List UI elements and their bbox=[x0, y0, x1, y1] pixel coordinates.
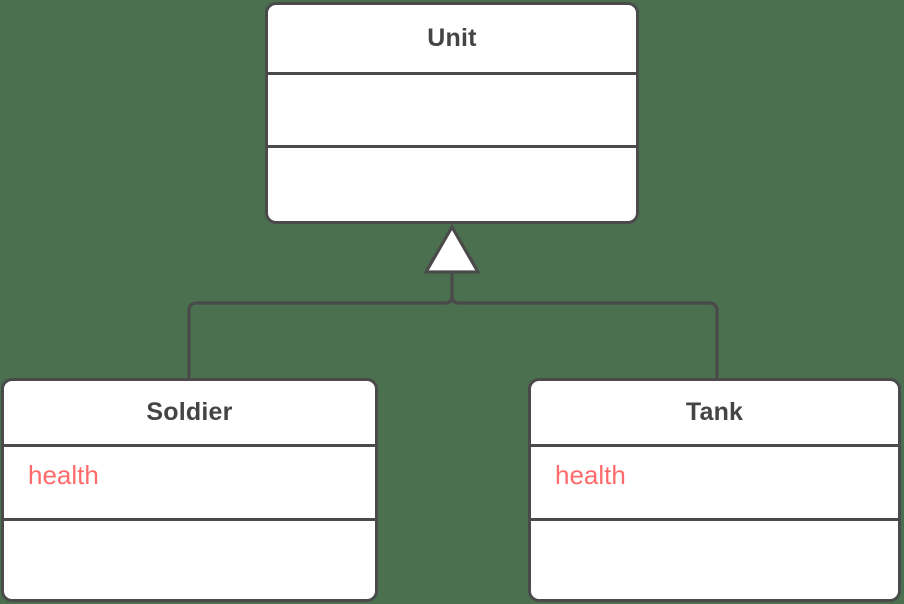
unit-class-name: Unit bbox=[427, 24, 477, 52]
unit-name-compartment: Unit bbox=[268, 5, 636, 75]
generalization-arrowhead bbox=[423, 223, 481, 274]
uml-class-tank[interactable]: Tank health bbox=[528, 378, 901, 602]
branch-line-tank bbox=[459, 301, 719, 380]
uml-class-soldier[interactable]: Soldier health bbox=[1, 378, 378, 602]
tank-class-name: Tank bbox=[685, 398, 744, 426]
tank-attribute-health: health bbox=[555, 460, 626, 490]
soldier-name-compartment: Soldier bbox=[4, 381, 375, 447]
tank-name-compartment: Tank bbox=[531, 381, 898, 447]
soldier-operations-compartment bbox=[4, 521, 375, 599]
uml-class-unit[interactable]: Unit bbox=[265, 2, 639, 224]
inheritance-junction-right bbox=[450, 295, 460, 305]
soldier-class-name: Soldier bbox=[146, 398, 233, 426]
soldier-attribute-health: health bbox=[28, 460, 99, 490]
unit-attributes-compartment bbox=[268, 75, 636, 148]
unit-operations-compartment bbox=[268, 148, 636, 221]
tank-attributes-compartment: health bbox=[531, 447, 898, 521]
soldier-attributes-compartment: health bbox=[4, 447, 375, 521]
tank-operations-compartment bbox=[531, 521, 898, 599]
branch-line-soldier bbox=[187, 301, 445, 380]
